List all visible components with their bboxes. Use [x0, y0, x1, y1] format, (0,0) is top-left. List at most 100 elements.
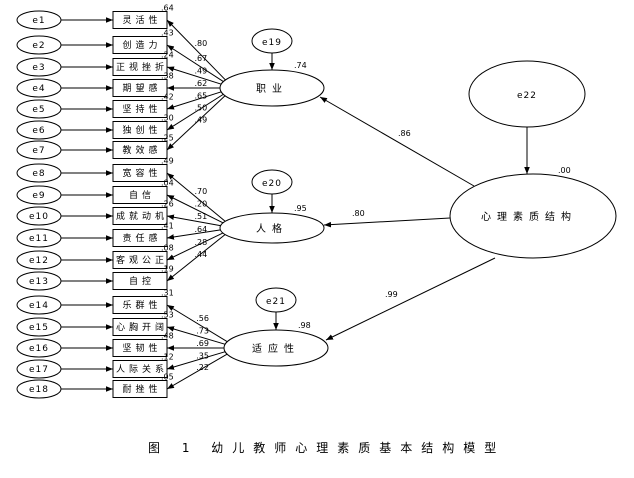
indicator-r2: .64	[161, 4, 174, 13]
indicator-r2: .24	[161, 51, 174, 60]
indicator-box	[112, 339, 168, 357]
indicator-label: 期望感	[122, 82, 161, 94]
error-term-label: e13	[29, 277, 49, 287]
loading-value: .69	[196, 339, 209, 348]
indicator-box	[112, 380, 168, 398]
indicator-r2: .48	[161, 332, 174, 341]
error-term-ellipse	[16, 359, 62, 379]
error-term-label: e15	[29, 323, 49, 333]
error-term-label: e17	[29, 365, 49, 375]
loading-arrow	[166, 350, 233, 390]
loading-value: .51	[194, 212, 207, 221]
loading-arrow	[166, 230, 229, 261]
indicator-r2: .26	[161, 200, 174, 209]
structural-path-arrow	[319, 96, 475, 187]
indicator-r2: .04	[161, 179, 174, 188]
factor-error-ellipse	[251, 28, 293, 54]
indicator-box	[112, 141, 168, 159]
indicator-r2: .19	[161, 265, 174, 274]
indicator-label: 人际关系	[116, 363, 168, 375]
factor-error-label: e20	[262, 179, 282, 189]
error-term-label: e14	[29, 301, 49, 311]
error-term-ellipse	[16, 271, 62, 291]
structural-path-value: .80	[352, 209, 365, 218]
structural-path-arrow	[325, 257, 496, 341]
indicator-label: 灵活性	[122, 14, 161, 26]
root-ellipse	[449, 173, 617, 259]
structural-path-value: .99	[385, 290, 398, 299]
factor-r2: .98	[298, 321, 311, 330]
loading-value: .73	[196, 327, 209, 336]
indicator-label: 坚韧性	[122, 342, 161, 354]
loading-arrow	[166, 304, 233, 345]
factor-ellipse	[223, 329, 329, 367]
error-term-label: e6	[32, 126, 45, 136]
indicator-r2: .30	[161, 114, 174, 123]
loading-arrow	[166, 231, 229, 282]
indicator-box	[112, 36, 168, 54]
error-term-ellipse	[16, 206, 62, 226]
indicator-r2: .25	[161, 134, 174, 143]
root-r2: .00	[558, 166, 571, 175]
loading-value: .67	[194, 54, 207, 63]
loading-value: .49	[194, 67, 207, 76]
indicator-r2: .31	[161, 289, 174, 298]
indicator-box	[112, 207, 168, 225]
loading-value: .49	[194, 115, 207, 124]
indicator-label: 耐挫性	[122, 383, 161, 395]
loading-value: .64	[194, 225, 207, 234]
error-term-label: e7	[32, 146, 45, 156]
factor-label: 适应性	[252, 342, 300, 355]
factor-error-label: e19	[262, 38, 282, 48]
indicator-box	[112, 164, 168, 182]
indicator-box	[112, 186, 168, 204]
loading-arrow	[166, 66, 229, 87]
loading-value: .65	[194, 91, 207, 100]
factor-error-ellipse	[251, 169, 293, 195]
loading-arrow	[166, 19, 229, 83]
error-term-label: e9	[32, 191, 45, 201]
loading-arrow	[166, 44, 229, 85]
loading-arrow	[166, 194, 229, 226]
indicator-label: 心胸开阔	[116, 321, 168, 333]
error-term-ellipse	[16, 57, 62, 77]
loading-arrow	[166, 349, 233, 370]
indicator-box	[112, 272, 168, 290]
loading-value: .80	[194, 39, 207, 48]
loading-value: .56	[196, 314, 209, 323]
indicator-r2: .42	[161, 93, 174, 102]
loading-value: .35	[196, 351, 209, 360]
indicator-label: 正视挫折	[116, 61, 168, 73]
factor-r2: .95	[294, 204, 307, 213]
indicator-label: 坚持性	[122, 103, 161, 115]
indicator-r2: .53	[161, 311, 174, 320]
indicator-box	[112, 79, 168, 97]
loading-value: .50	[194, 104, 207, 113]
error-term-ellipse	[16, 317, 62, 337]
indicator-box	[112, 58, 168, 76]
loading-value: .20	[194, 200, 207, 209]
loading-arrow	[166, 90, 229, 131]
indicator-label: 宽容性	[122, 167, 161, 179]
root-error-label: e22	[517, 91, 537, 101]
loading-value: .44	[194, 250, 207, 259]
indicator-label: 客观公正	[116, 254, 168, 266]
error-term-label: e8	[32, 169, 45, 179]
indicator-box	[112, 100, 168, 118]
loading-arrow	[166, 172, 229, 224]
indicator-label: 乐群性	[122, 299, 161, 311]
indicator-box	[112, 11, 168, 29]
error-term-label: e5	[32, 105, 45, 115]
structural-path-value: .86	[398, 129, 411, 138]
factor-error-ellipse	[255, 287, 297, 313]
error-term-ellipse	[16, 250, 62, 270]
factor-ellipse	[219, 212, 325, 244]
factor-label: 人格	[256, 222, 288, 235]
indicator-r2: .08	[161, 244, 174, 253]
error-term-label: e12	[29, 256, 49, 266]
loading-arrow	[166, 214, 229, 228]
indicator-r2: .05	[161, 373, 174, 382]
factor-ellipse	[219, 69, 325, 107]
error-term-ellipse	[16, 338, 62, 358]
indicator-box	[112, 318, 168, 336]
